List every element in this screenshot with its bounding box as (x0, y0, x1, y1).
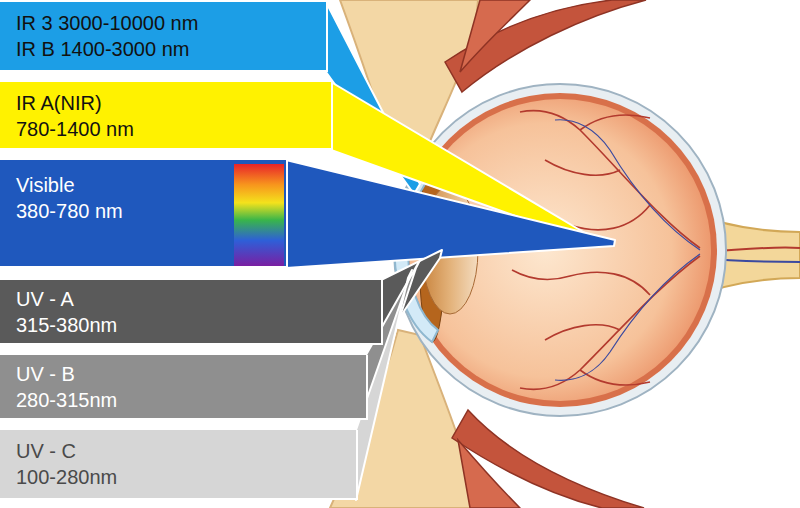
upper-muscle (445, 0, 646, 92)
lower-muscle (452, 410, 644, 508)
veins (555, 120, 700, 381)
blood-vessel (580, 115, 650, 130)
spectrum-band: UV - C100-280nm (0, 430, 358, 500)
band-label: UV - C (16, 438, 348, 464)
band-label: UV - B (16, 361, 358, 387)
band-label: 380-780 nm (16, 198, 278, 224)
spectrum-band: UV - B280-315nm (0, 355, 368, 420)
upper-muscle (460, 0, 530, 72)
spectrum-band: IR A(NIR)780-1400 nm (0, 82, 333, 150)
spectrum-band: IR 3 3000-10000 nmIR B 1400-3000 nm (0, 2, 328, 72)
band-label: Visible (16, 172, 278, 198)
vein (555, 254, 700, 380)
band-label: 315-380nm (16, 312, 373, 338)
blood-vessel (545, 325, 620, 340)
blood-vessel (545, 160, 620, 175)
lower-muscle (458, 440, 520, 508)
band-label: 280-315nm (16, 387, 358, 413)
spectrum-band: Visible380-780 nm (0, 160, 288, 268)
visible-spectrum-swatch (234, 164, 284, 266)
band-label: 780-1400 nm (16, 116, 323, 142)
band-label: IR A(NIR) (16, 90, 323, 116)
band-pointers (286, 2, 615, 500)
band-label: IR B 1400-3000 nm (16, 36, 318, 62)
band-label: IR 3 3000-10000 nm (16, 10, 318, 36)
spectrum-band: UV - A315-380nm (0, 280, 383, 345)
band-label: UV - A (16, 286, 373, 312)
blood-vessel (512, 270, 650, 295)
band-label: 100-280nm (16, 464, 348, 490)
band-pointer (286, 160, 615, 268)
